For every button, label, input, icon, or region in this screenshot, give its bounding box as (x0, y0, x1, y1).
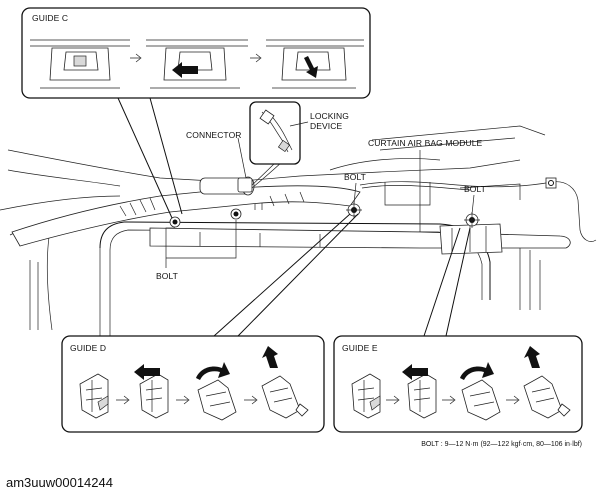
guide-c-arrow-1 (130, 53, 142, 63)
bolt-right-leader (471, 194, 475, 215)
locking-device-leader (289, 121, 309, 127)
torque-spec: BOLT : 9—12 N·m (92—122 kgf·cm, 80—106 i… (421, 441, 582, 448)
guide-e-clip-4 (523, 346, 571, 419)
guide-d-clip-1 (79, 373, 109, 419)
document-code: am3uuw00014244 (6, 475, 113, 490)
connector-label: CONNECTOR (186, 130, 242, 140)
bolt-lower-left-2 (230, 208, 242, 220)
guide-d-panel: GUIDE D (61, 335, 325, 433)
airbag-mount-bracket (439, 223, 503, 255)
guide-c-arrow-2 (250, 53, 262, 63)
guide-e-leader-right (445, 227, 471, 337)
bolt-right-label: BOLT (464, 184, 486, 194)
guide-c-leader-left (117, 97, 173, 219)
guide-e-clip-3 (460, 362, 501, 421)
guide-e-arrow-3 (506, 395, 520, 405)
guide-d-clip-3 (196, 362, 237, 421)
guide-d-arrow-3 (244, 395, 258, 405)
guide-e-label: GUIDE E (342, 343, 378, 353)
guide-c-step-3 (266, 39, 364, 89)
vehicle-roof-side-drawing (0, 101, 597, 340)
bolt-center-label: BOLT (344, 172, 366, 182)
guide-c-leader-right (149, 97, 183, 215)
guide-e-leader-left (423, 227, 461, 337)
guide-e-arrow-1 (386, 395, 400, 405)
guide-d-leader-left (213, 213, 351, 337)
guide-c-step-1 (30, 39, 130, 89)
guide-e-panel: GUIDE E (333, 335, 583, 433)
guide-c-label: GUIDE C (32, 13, 68, 23)
guide-d-arrow-2 (176, 395, 190, 405)
bolt-lower-left-1 (169, 216, 181, 228)
connector-leader (237, 137, 247, 179)
locking-device-label-line2: DEVICE (310, 121, 342, 131)
curtain-module-label: CURTAIN AIR BAG MODULE (368, 138, 483, 148)
bolt-bottom-label: BOLT (156, 271, 178, 281)
guide-e-clip-2 (402, 364, 437, 419)
guide-d-clip-4 (261, 346, 309, 419)
guide-d-arrow-1 (116, 395, 130, 405)
guide-e-arrow-2 (442, 395, 456, 405)
guide-d-label: GUIDE D (70, 343, 106, 353)
guide-c-panel: GUIDE C (21, 7, 371, 99)
locking-device-detail (249, 101, 301, 165)
guide-e-clip-1 (351, 373, 381, 419)
locking-device-label-line1: LOCKING (310, 111, 349, 121)
bolt-right (464, 212, 480, 228)
bolt-center-leader (353, 182, 357, 205)
guide-d-leader-right (237, 213, 359, 337)
guide-c-step-2 (146, 39, 248, 89)
bolt-bottom-leader (165, 220, 237, 268)
guide-d-clip-2 (134, 364, 169, 419)
